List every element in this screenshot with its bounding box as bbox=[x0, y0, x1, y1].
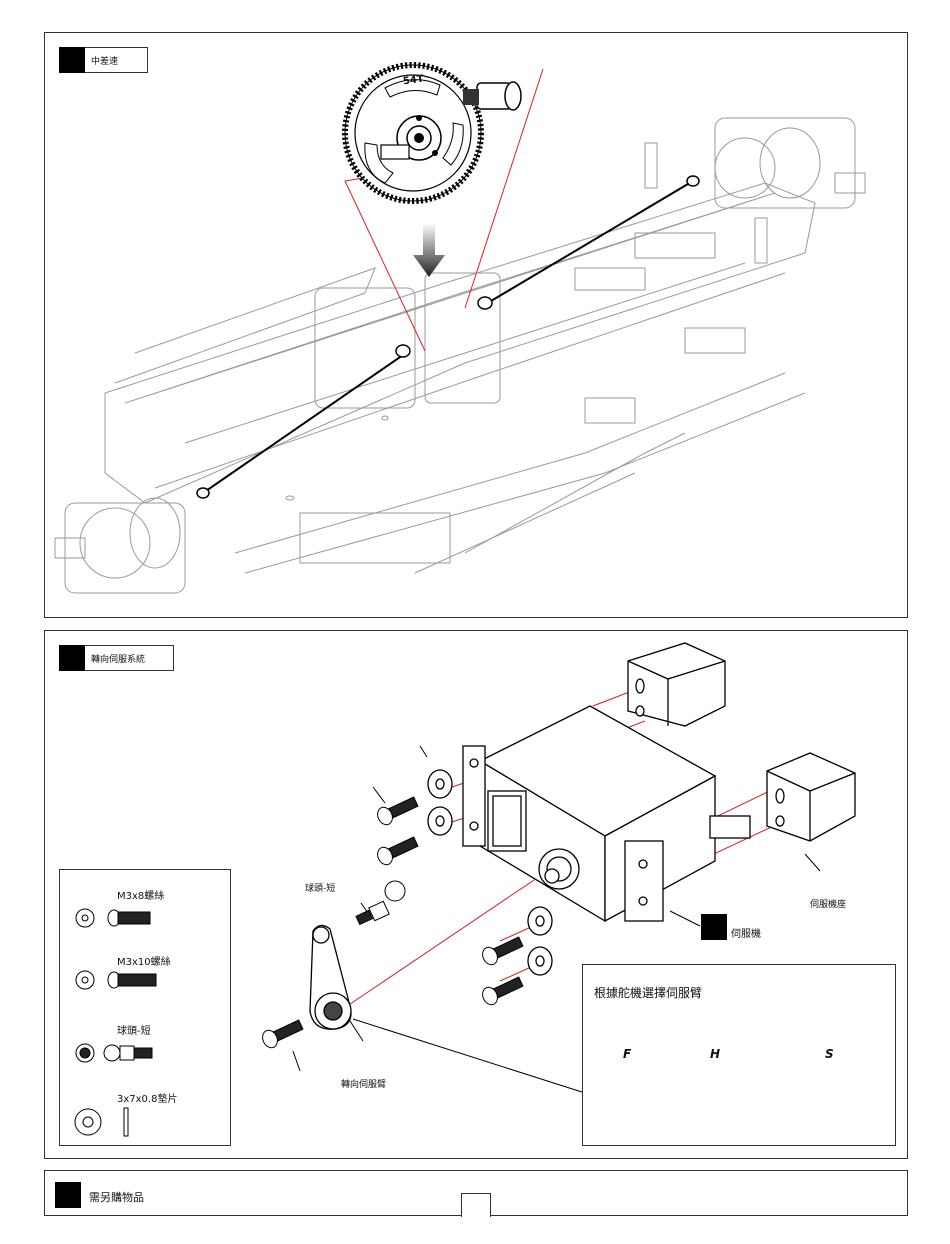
servo-arm-choice-title: 根據舵機選擇伺服臂 bbox=[594, 984, 702, 1001]
spur-gear-54t bbox=[345, 65, 521, 201]
section3-number-block bbox=[55, 1182, 81, 1208]
part-ball-short-label: 球頭-短 bbox=[117, 1022, 151, 1037]
servo-mount-label: 伺服機座 bbox=[810, 897, 846, 910]
ball-short-label: 球頭-短 bbox=[305, 881, 335, 894]
steering-servo-arm-label: 轉向伺服臂 bbox=[341, 1077, 386, 1090]
section-title: 中差速 bbox=[85, 54, 147, 67]
section-number-block bbox=[59, 645, 85, 671]
section-header-center-diff: 中差速 bbox=[59, 47, 148, 73]
part-washer-label: 3x7x0.8墊片 bbox=[117, 1090, 177, 1105]
parts-list-box: M3x8螺絲 M3x10螺絲 球頭-短 3x7x0.8墊片 bbox=[59, 869, 231, 1146]
section-center-diff: 54T 中差速 bbox=[44, 32, 908, 618]
part-m3x10-label: M3x10螺絲 bbox=[117, 953, 171, 968]
parts-icons bbox=[60, 870, 232, 1147]
servo-arm-s-label: S bbox=[825, 1047, 834, 1061]
section-purchase-items: 需另購物品 bbox=[44, 1170, 908, 1216]
servo-arm-h-label: H bbox=[710, 1047, 720, 1061]
center-diff-illustration bbox=[45, 33, 909, 619]
section3-title: 需另購物品 bbox=[89, 1189, 144, 1205]
part-m3x8-label: M3x8螺絲 bbox=[117, 887, 164, 902]
section-header-steering-servo: 轉向伺服系統 bbox=[59, 645, 174, 671]
servo-label: 伺服機 bbox=[731, 925, 761, 940]
section3-notch bbox=[461, 1193, 491, 1217]
section-title: 轉向伺服系統 bbox=[85, 652, 173, 665]
section-steering-servo: 轉向伺服系統 球頭-短 伺服機座 伺服機 轉向伺服臂 M3x8螺絲 M3x10螺… bbox=[44, 630, 908, 1159]
section-number-block bbox=[59, 47, 85, 73]
servo-arm-f-label: F bbox=[623, 1047, 631, 1061]
